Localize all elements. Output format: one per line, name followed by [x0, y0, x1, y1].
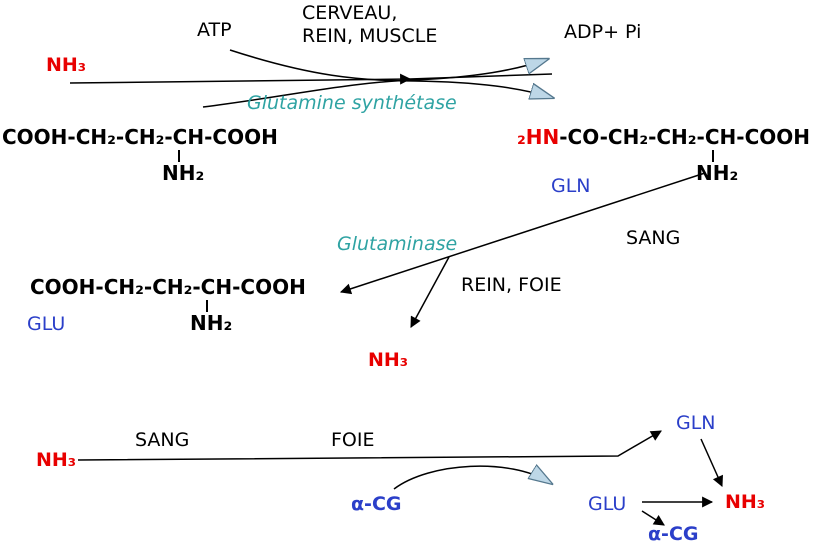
- gln-abbreviation: GLN: [551, 175, 591, 197]
- glu-bottom-label: GLU: [588, 493, 627, 515]
- blood-to-liver-main-arrow: [77, 430, 662, 461]
- alpha-cg-coupling-arc: [393, 466, 549, 490]
- glutamine-synthetase-enzyme-label: Glutamine synthétase: [247, 92, 457, 114]
- glutamate-product-amine-group: NH₂: [190, 311, 233, 335]
- bond-line: [712, 150, 714, 162]
- bond-line: [178, 150, 180, 162]
- nh3-blood-start-label: NH₃: [36, 449, 77, 471]
- glu-to-alpha-cg-arrow: [641, 510, 665, 526]
- glutamate-formula-product: COOH-CH₂-CH₂-CH-COOH: [30, 275, 306, 299]
- nh3-end-label: NH₃: [725, 491, 766, 513]
- glutamate-formula: COOH-CH₂-CH₂-CH-COOH: [2, 125, 278, 149]
- blood-label-bottom: SANG: [135, 429, 190, 451]
- synthetase-main-arrow-left: [69, 73, 412, 85]
- glutamine-formula: ₂HN-CO-CH₂-CH₂-CH-COOH: [517, 126, 810, 148]
- alpha-cg-right-label: α-CG: [648, 523, 699, 545]
- atp-label: ATP: [197, 19, 232, 41]
- tissues-label-line1: CERVEAU,: [302, 2, 398, 24]
- cofactor-curve-upper: [202, 60, 545, 108]
- gln-bottom-label: GLN: [676, 412, 716, 434]
- glutamine-formula-prefix: ₂HN: [517, 125, 560, 149]
- adp-pi-label: ADP+ Pi: [564, 21, 642, 43]
- glutamine-amine-group: NH₂: [696, 161, 739, 185]
- atp-to-adp-curve-lower: [229, 49, 550, 97]
- glutaminase-enzyme-label: Glutaminase: [337, 233, 458, 255]
- liver-label: FOIE: [331, 429, 375, 451]
- gln-to-nh3-arrow: [700, 438, 723, 488]
- alpha-cg-left-label: α-CG: [351, 493, 402, 515]
- nh3-substrate-label: NH₃: [46, 54, 87, 76]
- glutamate-amine-group: NH₂: [162, 161, 205, 185]
- glutaminase-nh3-branch-arrow: [410, 256, 450, 328]
- glutamine-formula-rest: -CO-CH₂-CH₂-CH-COOH: [559, 125, 810, 149]
- rein-foie-tissues-label: REIN, FOIE: [461, 274, 562, 296]
- glu-abbreviation: GLU: [27, 313, 66, 335]
- gln-to-glu-diagonal-arrow: [339, 172, 706, 295]
- nh3-product-label: NH₃: [368, 349, 409, 371]
- bond-line: [206, 300, 208, 312]
- tissues-label-line2: REIN, MUSCLE: [302, 25, 438, 47]
- blood-label-middle: SANG: [626, 227, 681, 249]
